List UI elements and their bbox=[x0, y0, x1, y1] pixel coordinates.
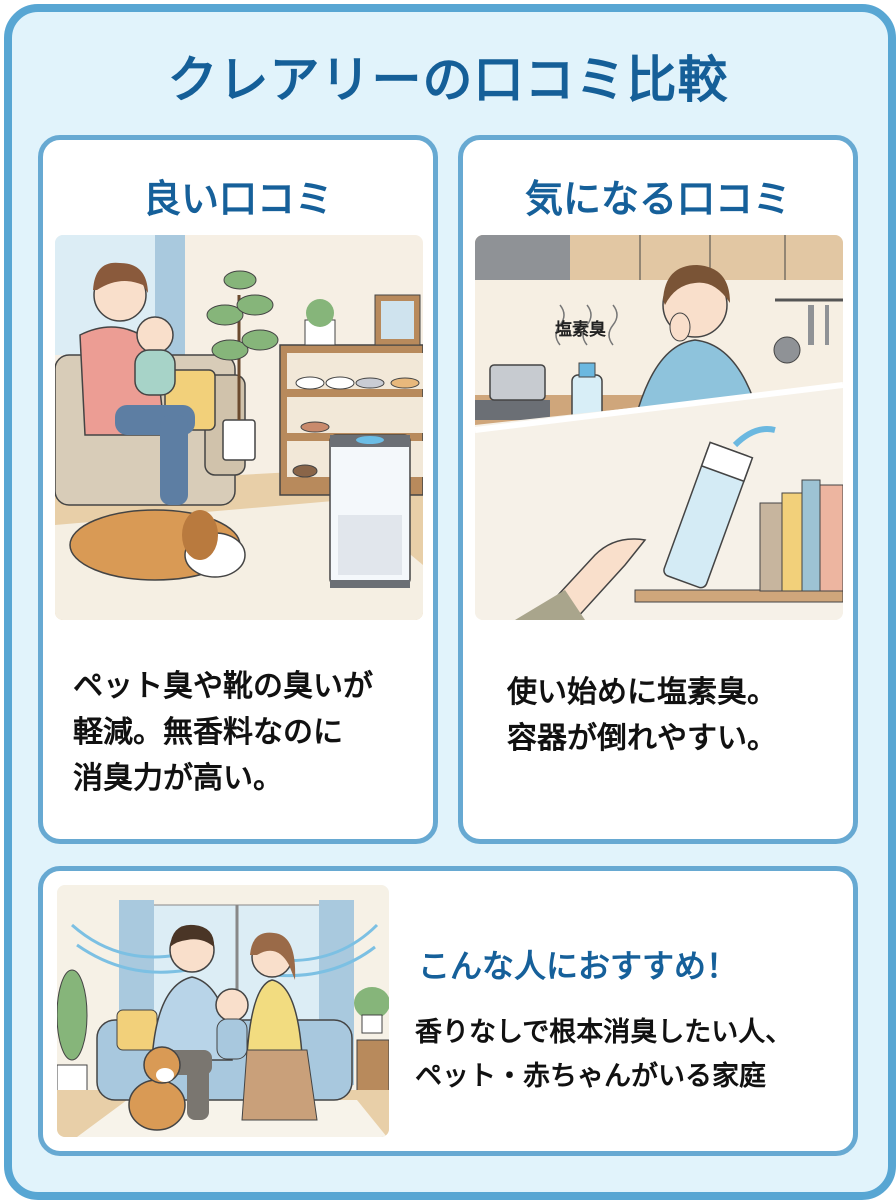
recommendation-illustration bbox=[57, 885, 389, 1137]
page-title: クレアリーの口コミ比較 bbox=[167, 51, 729, 109]
concern-reviews-text: 使い始めに塩素臭。 容器が倒れやすい。 bbox=[507, 675, 777, 756]
recommendation-heading: こんな人におすすめ！ bbox=[418, 947, 739, 985]
good-reviews-text: ペット臭や靴の臭いが 軽減。無香料なのに 消臭力が高い。 bbox=[73, 669, 373, 796]
chlorine-smell-label: 塩素臭 bbox=[555, 320, 606, 340]
recommendation-text: 香りなしで根本消臭したい人、 ペット・赤ちゃんがいる家庭 bbox=[415, 1017, 793, 1092]
concern-reviews-heading: 気になる口コミ bbox=[524, 177, 791, 221]
good-reviews-illustration bbox=[55, 235, 423, 620]
concern-reviews-card: 気になる口コミ bbox=[458, 135, 858, 844]
concern-reviews-illustration: 塩素臭 bbox=[475, 235, 843, 620]
good-reviews-card: 良い口コミ bbox=[38, 135, 438, 844]
recommendation-card: こんな人におすすめ！ 香りなしで根本消臭したい人、 ペット・赤ちゃんがいる家庭 bbox=[38, 866, 858, 1156]
good-reviews-heading: 良い口コミ bbox=[142, 177, 333, 221]
